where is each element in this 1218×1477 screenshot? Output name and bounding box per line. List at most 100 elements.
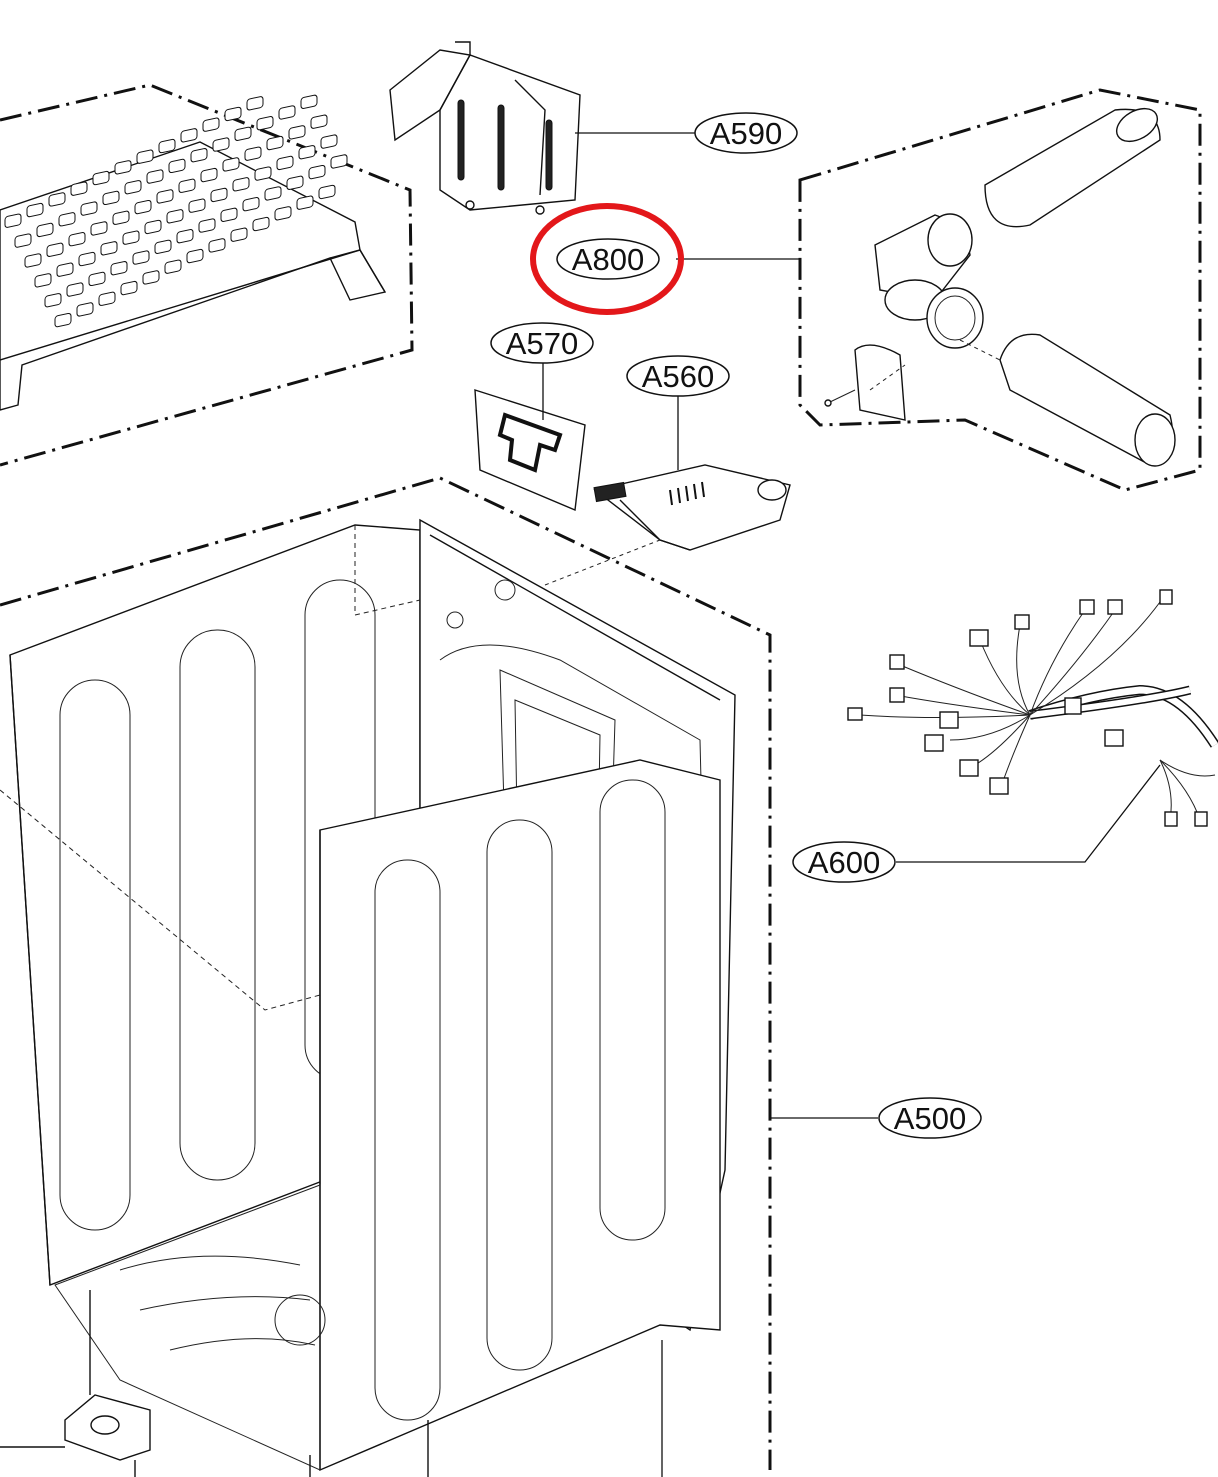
- part-a600-wire-harness: [847, 589, 1218, 827]
- frame-grid-cell: [264, 186, 282, 201]
- frame-grid-cell: [24, 253, 42, 268]
- frame-grid-cell: [224, 106, 242, 122]
- frame-grid-cell: [310, 114, 328, 129]
- frame-grid-cell: [276, 155, 294, 171]
- frame-grid-cell: [166, 209, 184, 224]
- frame-grid-cell: [120, 280, 138, 296]
- frame-grid-cell: [68, 231, 86, 247]
- frame-grid-cell: [202, 117, 220, 132]
- frame-grid-cell: [14, 233, 32, 248]
- frame-grid-cell: [56, 262, 74, 277]
- svg-text:A600: A600: [808, 845, 880, 880]
- frame-grid-cell: [114, 160, 132, 175]
- frame-grid-cell: [190, 148, 208, 163]
- frame-grid: [4, 94, 348, 328]
- frame-grid-cell: [188, 198, 206, 213]
- frame-grid-cell: [168, 158, 186, 174]
- svg-text:A500: A500: [894, 1101, 966, 1136]
- frame-grid-cell: [132, 250, 150, 265]
- frame-grid-cell: [278, 105, 296, 120]
- frame-grid-cell: [78, 251, 96, 267]
- frame-grid-cell: [54, 312, 72, 328]
- frame-grid-cell: [58, 212, 76, 227]
- frame-grid-cell: [252, 216, 270, 232]
- frame-grid-cell: [134, 199, 152, 215]
- frame-grid-cell: [288, 125, 306, 140]
- frame-grid-cell: [230, 227, 248, 242]
- frame-grid-cell: [208, 238, 226, 253]
- frame-grid-cell: [44, 293, 62, 308]
- frame-grid-cell: [124, 180, 142, 195]
- frame-grid-cell: [286, 175, 304, 190]
- a800-highlight-circle: [530, 203, 684, 315]
- frame-grid-cell: [220, 207, 238, 222]
- frame-grid-cell: [300, 94, 318, 109]
- frame-grid-cell: [178, 178, 196, 193]
- frame-grid-cell: [4, 213, 22, 228]
- frame-grid-cell: [112, 210, 130, 225]
- frame-grid-cell: [274, 206, 292, 221]
- label-a600: A600: [792, 841, 896, 883]
- frame-grid-cell: [122, 230, 140, 245]
- frame-grid-cell: [110, 261, 128, 276]
- frame-grid-cell: [142, 270, 160, 285]
- frame-grid-cell: [164, 259, 182, 274]
- frame-grid-cell: [156, 189, 174, 204]
- frame-grid-cell: [100, 241, 118, 256]
- frame-grid-cell: [48, 192, 66, 207]
- frame-grid-cell: [154, 239, 172, 254]
- svg-text:A560: A560: [642, 359, 714, 394]
- label-a500: A500: [878, 1097, 982, 1139]
- frame-grid-cell: [234, 126, 252, 141]
- part-a560-housing: [544, 464, 791, 586]
- frame-grid-cell: [254, 166, 272, 181]
- frame-grid-cell: [36, 222, 54, 238]
- frame-grid-cell: [232, 177, 250, 192]
- frame-grid-cell: [242, 197, 260, 212]
- label-a590: A590: [694, 112, 798, 154]
- part-a590-bracket: [389, 41, 581, 215]
- frame-grid-cell: [308, 164, 326, 180]
- frame-grid-cell: [320, 134, 338, 149]
- part-a800-duct-group: [798, 88, 1202, 492]
- frame-grid-cell: [26, 202, 44, 218]
- part-a570-plate: [474, 389, 586, 512]
- frame-grid-cell: [92, 170, 110, 186]
- frame-grid-cell: [88, 271, 106, 287]
- frame-grid-cell: [186, 248, 204, 264]
- frame-grid-cell: [318, 184, 336, 200]
- frame-grid-cell: [144, 219, 162, 235]
- top-left-frame-group: [0, 83, 414, 467]
- frame-grid-cell: [256, 116, 274, 131]
- frame-grid-cell: [266, 135, 284, 151]
- frame-grid-cell: [90, 221, 108, 236]
- frame-grid-cell: [180, 128, 198, 143]
- frame-grid-cell: [66, 282, 84, 297]
- frame-grid-cell: [212, 137, 230, 152]
- frame-grid-cell: [80, 201, 98, 216]
- frame-grid-cell: [298, 145, 316, 160]
- frame-grid-cell: [246, 96, 264, 111]
- part-foot-bracket: [0, 1290, 429, 1477]
- label-a570: A570: [490, 322, 594, 364]
- frame-grid-cell: [34, 273, 52, 288]
- frame-grid-cell: [200, 167, 218, 183]
- frame-grid-cell: [176, 229, 194, 244]
- frame-grid-cell: [210, 187, 228, 203]
- frame-grid-cell: [222, 157, 240, 172]
- frame-grid-cell: [136, 149, 154, 164]
- frame-grid-cell: [158, 138, 176, 154]
- frame-grid-cell: [296, 195, 314, 210]
- label-a800: A800: [556, 238, 660, 280]
- frame-grid-cell: [244, 146, 262, 161]
- frame-grid-cell: [146, 169, 164, 184]
- frame-grid-cell: [198, 218, 216, 233]
- frame-grid-cell: [98, 291, 116, 306]
- svg-text:A590: A590: [710, 116, 782, 151]
- part-a500-cabinet: [0, 476, 772, 1472]
- svg-text:A570: A570: [506, 326, 578, 361]
- frame-grid-cell: [102, 190, 120, 206]
- svg-text:A800: A800: [572, 242, 644, 277]
- label-a560: A560: [626, 355, 730, 397]
